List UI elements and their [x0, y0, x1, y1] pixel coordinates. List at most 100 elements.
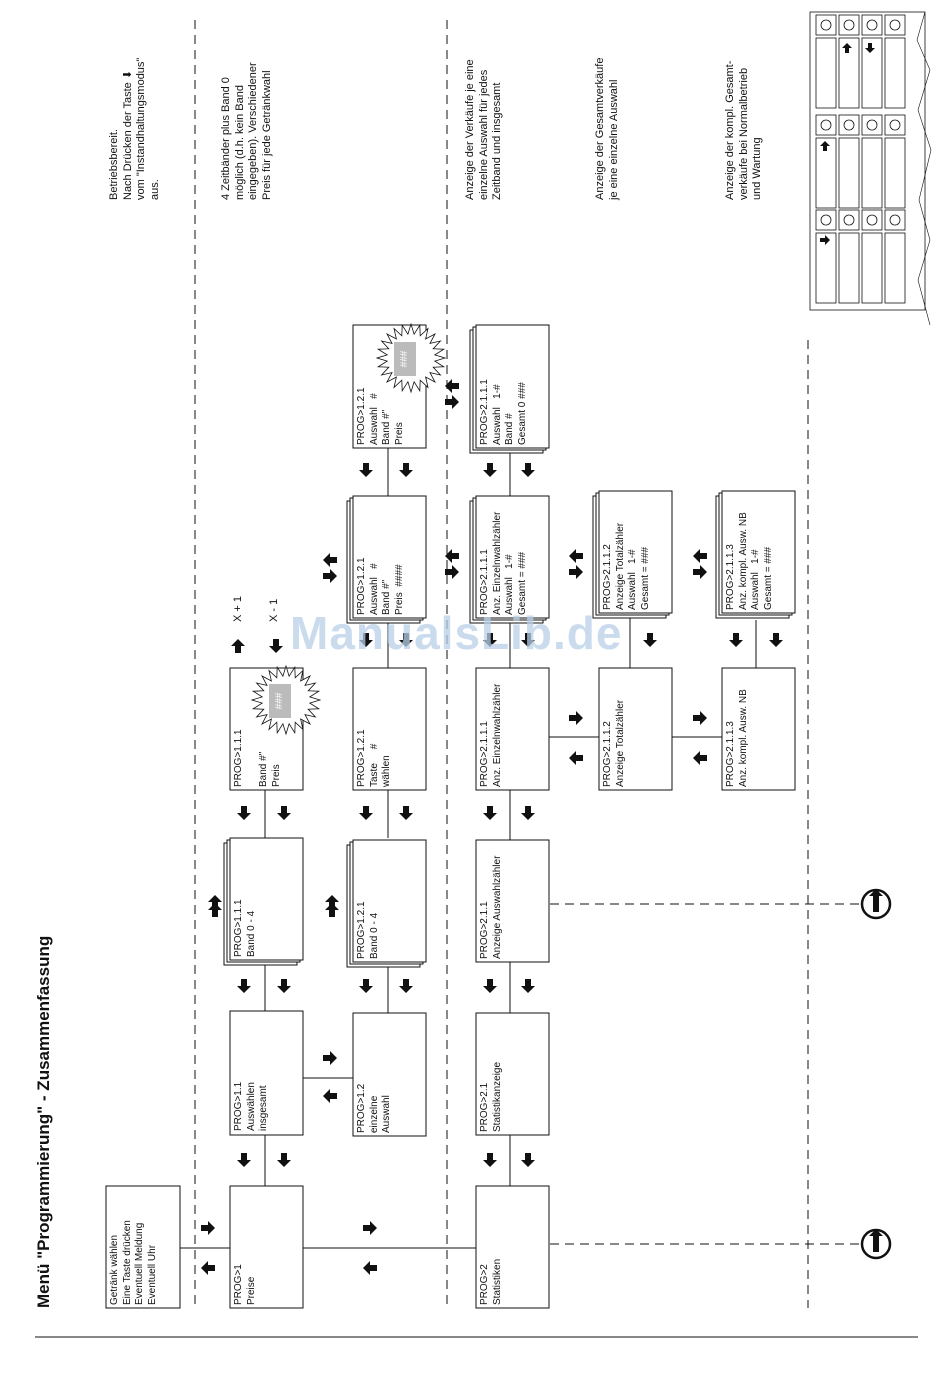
arrow-icon: [521, 463, 535, 477]
arrow-icon: [399, 463, 413, 477]
arrow-icon: [521, 1153, 535, 1167]
arrow-icon: [201, 1261, 215, 1275]
arrow-icon: [359, 979, 373, 993]
arrow-icon: [325, 895, 339, 909]
box-p2113b-text: PROG>2.1.1.3 Anz. kompl. Ausw. NB Auswah…: [725, 512, 774, 610]
box-p12-text: PROG>1.2 einzelne Auswahl: [356, 1083, 392, 1133]
arrow-icon: [399, 633, 413, 647]
arrow-icon: [569, 565, 583, 579]
box-p2113b: [721, 490, 796, 614]
box-p1111-text: PROG>1.1.1 Band #" Preis: [233, 729, 282, 787]
arrow-icon: [693, 565, 707, 579]
arrow-icon: [445, 395, 459, 409]
keypad-arrow-icon: [820, 235, 830, 245]
arrow-icon: [323, 1051, 337, 1065]
arrow-icon: [325, 903, 339, 917]
box-p11: [229, 1010, 304, 1136]
arrow-icon: [729, 633, 743, 647]
arrow-icon: [693, 549, 707, 563]
arrow-icon: [269, 639, 283, 653]
box-p2111-text: PROG>2.1.1.1 Anz. Einzelnwahlzähler: [479, 683, 503, 787]
arrow-icon: [277, 979, 291, 993]
arrow-icon: [363, 1261, 377, 1275]
box-p21-text: PROG>2.1 Statistikanzeige: [479, 1061, 503, 1132]
arrow-icon: [445, 565, 459, 579]
box-p1211-text: PROG>1.2.1 Taste # wählen: [356, 729, 392, 787]
keypad-arrow-icon: [865, 43, 875, 53]
arrow-icon: [693, 751, 707, 765]
box-p1-text: PROG>1 Preise: [233, 1264, 257, 1305]
connector-lines: [180, 448, 757, 1249]
keypad-tear-edge: [916, 11, 932, 326]
box-p2113: [721, 667, 796, 791]
keypad-icon: [809, 11, 926, 311]
arrow-icon: [399, 979, 413, 993]
arrow-icon: [208, 903, 222, 917]
desc-timebands: 4 Zeitbänder plus Band 0 möglich (d.h. k…: [220, 62, 273, 200]
desc-complete-sales: Anzeige der kompl. Gesamt- verkäufe bei …: [724, 60, 763, 200]
keypad-arrow-icon: [820, 141, 830, 151]
flow-boxes: [105, 324, 796, 1309]
arrow-icon: [483, 633, 497, 647]
arrow-icon: [483, 463, 497, 477]
box-p21: [475, 1012, 550, 1136]
arrow-icon: [399, 806, 413, 820]
arrow-icon: [231, 639, 245, 653]
desc-sales-per-selection: Anzeige der Verkäufe je eine einzelne Au…: [464, 59, 503, 200]
box-start: [105, 1185, 181, 1309]
keypad-arrow-icon: [842, 43, 852, 53]
arrow-icon: [323, 553, 337, 567]
arrow-icon: [445, 379, 459, 393]
box-p12: [352, 1012, 427, 1137]
arrow-icon: [359, 463, 373, 477]
arrow-icon: [693, 711, 707, 725]
desc-total-sales: Anzeige der Gesamtverkäufe je eine einze…: [594, 57, 620, 200]
box-p111-text: PROG>1.1.1 Band 0 - 4: [233, 899, 257, 957]
arrow-icon: [521, 806, 535, 820]
box-p1212: [352, 495, 427, 619]
section-separators: [194, 20, 862, 1308]
watermark: ManualsLib.de: [290, 607, 623, 659]
return-arrow-2: [869, 1229, 883, 1252]
arrow-icon: [277, 806, 291, 820]
box-p121-text: PROG>1.2.1 Band 0 - 4: [356, 901, 380, 959]
box-p1211: [352, 667, 427, 791]
return-circle-icon: [860, 888, 892, 1260]
arrow-icon: [237, 979, 251, 993]
page-title: Menü "Programmierung" - Zusammenfassung: [34, 935, 53, 1308]
box-start-text: Getränk wählen Eine Taste drücken Eventu…: [109, 1220, 158, 1305]
return-arrow-1: [869, 889, 883, 912]
arrow-icon: [208, 895, 222, 909]
arrow-icon: [643, 633, 657, 647]
arrow-icon: [521, 633, 535, 647]
arrow-icon: [483, 1153, 497, 1167]
box-p2111: [475, 667, 550, 791]
arrow-icon: [363, 1221, 377, 1235]
box-p2: [475, 1185, 550, 1309]
desc-ready: Betriebsbereit. Nach Drücken der Taste ⬇…: [108, 57, 161, 200]
arrow-icon: [769, 633, 783, 647]
arrow-icon: [569, 549, 583, 563]
box-p2111c-text: PROG>2.1.1.1 Auswahl 1-# Band # Gesamt 0…: [479, 379, 528, 445]
arrow-icon: [483, 806, 497, 820]
box-p2-text: PROG>2 Statistiken: [479, 1258, 503, 1305]
arrow-icon: [323, 1089, 337, 1103]
arrow-icon: [569, 711, 583, 725]
box-p1213-text: PROG>1.2.1 Auswahl # Band #" Preis: [356, 387, 405, 445]
arrow-icon: [569, 751, 583, 765]
arrow-icons: [201, 379, 783, 1275]
box-p2112: [598, 667, 673, 791]
arrow-icon: [323, 569, 337, 583]
box-p2113-text: PROG>2.1.1.3 Anz. kompl. Ausw. NB: [725, 689, 749, 787]
box-p211-text: PROG>2.1.1 Anzeige Auswahlzähler: [479, 855, 503, 959]
box-p2111c: [475, 324, 550, 449]
arrow-icon: [359, 806, 373, 820]
label-x-plus: X + 1: [232, 596, 244, 622]
box-p111: [229, 837, 304, 961]
arrow-icon: [277, 1153, 291, 1167]
box-p2111b-text: PROG>2.1.1.1 Anz. Einzelnwahlzähler Ausw…: [479, 511, 528, 615]
box-p2112b-text: PROG>2.1.1.2 Anzeige Totalzähler Auswahl…: [602, 522, 651, 610]
box-p2112-text: PROG>2.1.1.2 Anzeige Totalzähler: [602, 699, 626, 787]
